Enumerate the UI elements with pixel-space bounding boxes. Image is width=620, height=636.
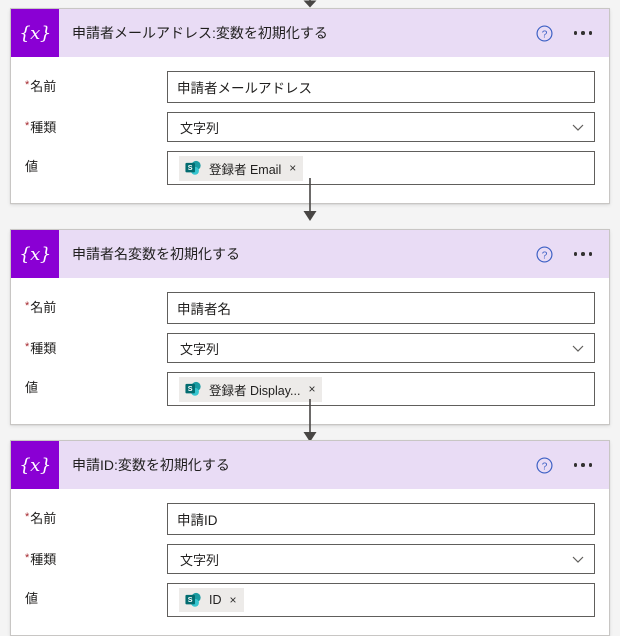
name-label-text: 名前 [30, 300, 57, 315]
name-label: *名前 [25, 503, 167, 527]
name-label-text: 名前 [30, 79, 57, 94]
ellipsis-icon[interactable] [569, 27, 598, 39]
card-title: 申請者名変数を初期化する [72, 246, 240, 262]
required-marker: * [25, 341, 30, 353]
type-select-value: 文字列 [180, 552, 220, 568]
value-input[interactable]: S 登録者 Email × [167, 151, 595, 185]
ellipsis-icon[interactable] [569, 248, 598, 260]
name-input[interactable]: 申請者名 [167, 292, 595, 324]
svg-text:?: ? [541, 250, 547, 261]
help-circle-icon[interactable]: ? [535, 456, 553, 474]
card-title: 申請ID:変数を初期化する [72, 457, 230, 473]
svg-text:S: S [188, 384, 193, 393]
variable-icon: {x} [11, 230, 59, 278]
type-label-text: 種類 [30, 120, 57, 135]
type-select[interactable]: 文字列 [167, 333, 595, 363]
value-control: S ID × [167, 583, 595, 617]
value-input[interactable]: S 登録者 Display... × [167, 372, 595, 406]
type-label: *種類 [25, 544, 167, 568]
connector-arrow-top [0, 0, 620, 8]
required-marker: * [25, 120, 30, 132]
action-card-2[interactable]: {x} 申請者名変数を初期化する ? *名前 申請者名 * [10, 229, 610, 425]
sharepoint-icon: S [184, 380, 202, 398]
header-actions: ? [535, 456, 610, 474]
type-control: 文字列 [167, 333, 595, 363]
value-label: 値 [25, 159, 39, 174]
field-row-name: *名前 申請者メールアドレス [25, 71, 595, 103]
value-input[interactable]: S ID × [167, 583, 595, 617]
help-circle-icon[interactable]: ? [535, 245, 553, 263]
card-header[interactable]: {x} 申請ID:変数を初期化する ? [11, 441, 609, 489]
help-circle-icon[interactable]: ? [535, 24, 553, 42]
card-header[interactable]: {x} 申請者メールアドレス:変数を初期化する ? [11, 9, 609, 57]
name-control: 申請者メールアドレス [167, 71, 595, 103]
dynamic-content-token[interactable]: S ID × [179, 588, 244, 612]
card-body: *名前 申請者メールアドレス *種類 文字列 [11, 57, 609, 203]
name-control: 申請ID [167, 503, 595, 535]
remove-token-icon[interactable]: × [289, 161, 297, 175]
name-input[interactable]: 申請者メールアドレス [167, 71, 595, 103]
required-marker: * [25, 300, 30, 312]
name-label: *名前 [25, 71, 167, 95]
ellipsis-icon[interactable] [569, 459, 598, 471]
type-select-value: 文字列 [180, 341, 220, 357]
field-row-type: *種類 文字列 [25, 544, 595, 574]
type-control: 文字列 [167, 544, 595, 574]
type-label: *種類 [25, 333, 167, 357]
variable-icon: {x} [11, 441, 59, 489]
name-label-text: 名前 [30, 511, 57, 526]
value-label: 値 [25, 591, 39, 606]
field-row-value: 値 S 登録者 Displa [25, 372, 595, 406]
chevron-down-icon[interactable] [570, 340, 586, 356]
type-select-value: 文字列 [180, 120, 220, 136]
value-label: 値 [25, 380, 39, 395]
field-row-name: *名前 申請者名 [25, 292, 595, 324]
card-title: 申請者メールアドレス:変数を初期化する [72, 25, 328, 41]
variable-icon: {x} [11, 9, 59, 57]
required-marker: * [25, 79, 30, 91]
value-control: S 登録者 Email × [167, 151, 595, 185]
required-marker: * [25, 511, 30, 523]
name-input[interactable]: 申請ID [167, 503, 595, 535]
field-row-type: *種類 文字列 [25, 112, 595, 142]
svg-text:S: S [188, 163, 193, 172]
type-label: *種類 [25, 112, 167, 136]
action-card-1[interactable]: {x} 申請者メールアドレス:変数を初期化する ? *名前 申請者メールアドレス [10, 8, 610, 204]
token-label: ID [209, 593, 222, 607]
token-label: 登録者 Display... [209, 383, 301, 398]
card-header[interactable]: {x} 申請者名変数を初期化する ? [11, 230, 609, 278]
name-control: 申請者名 [167, 292, 595, 324]
remove-token-icon[interactable]: × [308, 382, 316, 396]
dynamic-content-token[interactable]: S 登録者 Email × [179, 155, 304, 181]
token-label: 登録者 Email [209, 162, 282, 177]
action-card-3[interactable]: {x} 申請ID:変数を初期化する ? *名前 申請ID [10, 440, 610, 636]
sharepoint-icon: S [184, 159, 202, 177]
chevron-down-icon[interactable] [570, 551, 586, 567]
type-select[interactable]: 文字列 [167, 544, 595, 574]
type-select[interactable]: 文字列 [167, 112, 595, 142]
header-actions: ? [535, 245, 610, 263]
card-body: *名前 申請ID *種類 文字列 [11, 489, 609, 635]
sharepoint-icon: S [184, 591, 202, 609]
field-row-type: *種類 文字列 [25, 333, 595, 363]
header-actions: ? [535, 24, 610, 42]
type-label-text: 種類 [30, 341, 57, 356]
card-body: *名前 申請者名 *種類 文字列 [11, 278, 609, 424]
svg-text:?: ? [541, 461, 547, 472]
svg-text:?: ? [541, 29, 547, 40]
field-row-name: *名前 申請ID [25, 503, 595, 535]
dynamic-content-token[interactable]: S 登録者 Display... × [179, 376, 323, 402]
svg-text:S: S [188, 595, 193, 604]
field-row-value: 値 S ID [25, 583, 595, 617]
remove-token-icon[interactable]: × [229, 593, 237, 607]
chevron-down-icon[interactable] [570, 119, 586, 135]
name-label: *名前 [25, 292, 167, 316]
required-marker: * [25, 552, 30, 564]
type-control: 文字列 [167, 112, 595, 142]
value-control: S 登録者 Display... × [167, 372, 595, 406]
field-row-value: 値 S 登録者 Email [25, 151, 595, 185]
type-label-text: 種類 [30, 552, 57, 567]
